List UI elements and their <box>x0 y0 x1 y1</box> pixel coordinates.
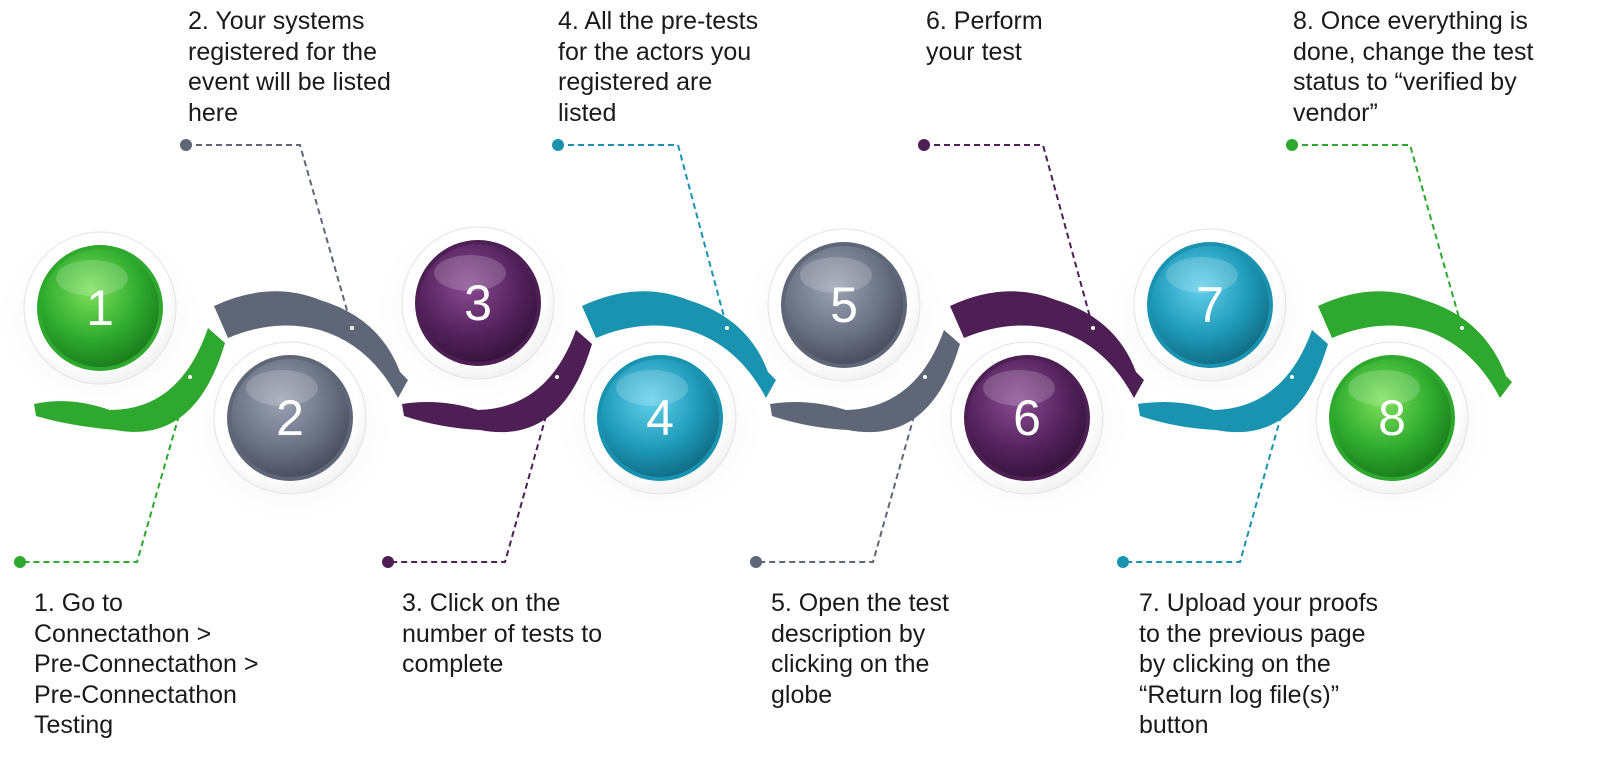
step-3-label: 3. Click on the number of tests to compl… <box>402 589 603 678</box>
ribbon-5 <box>770 330 960 433</box>
connector-8 <box>1286 139 1464 330</box>
ribbons <box>34 291 1512 433</box>
ribbon-1 <box>34 328 225 432</box>
step-5-circle: 5 <box>767 228 921 382</box>
connector-4 <box>552 139 729 330</box>
step-6-label: 6. Perform your test <box>926 7 1043 66</box>
step-3-circle: 3 <box>401 226 555 380</box>
step-7-number: 7 <box>1196 277 1224 333</box>
step-2-circle: 2 <box>213 341 367 495</box>
connector-6 <box>918 139 1095 330</box>
connector-7 <box>1117 375 1294 568</box>
step-4-circle: 4 <box>583 341 737 495</box>
ribbon-6 <box>950 291 1144 398</box>
ribbon-2 <box>214 291 408 398</box>
connectors <box>14 139 1464 568</box>
step-1-circle: 1 <box>23 231 177 385</box>
ribbon-7 <box>1138 330 1328 433</box>
step-3-number: 3 <box>464 275 492 331</box>
step-2-number: 2 <box>276 390 304 446</box>
connector-3 <box>382 375 559 568</box>
step-2-label: 2. Your systems registered for the event… <box>188 7 391 127</box>
step-8-label: 8. Once everything is done, change the t… <box>1293 7 1534 127</box>
ribbon-4 <box>582 291 776 398</box>
step-4-number: 4 <box>646 390 674 446</box>
step-1-number: 1 <box>86 280 114 336</box>
step-7-label: 7. Upload your proofs to the previous pa… <box>1139 589 1379 739</box>
ribbon-8 <box>1318 291 1512 398</box>
step-6-number: 6 <box>1013 390 1041 446</box>
ribbon-3 <box>402 330 592 433</box>
step-7-circle: 7 <box>1133 228 1287 382</box>
step-5-label: 5. Open the test description by clicking… <box>771 589 949 709</box>
step-6-circle: 6 <box>950 341 1104 495</box>
connector-1 <box>14 375 192 568</box>
step-8-circle: 8 <box>1315 341 1469 495</box>
connector-5 <box>750 375 927 568</box>
step-8-number: 8 <box>1378 390 1406 446</box>
connector-2 <box>180 139 354 330</box>
step-4-label: 4. All the pre-tests for the actors you … <box>558 7 759 127</box>
step-1-label: 1. Go to Connectathon > Pre-Connectathon… <box>34 589 259 739</box>
step-5-number: 5 <box>830 277 858 333</box>
